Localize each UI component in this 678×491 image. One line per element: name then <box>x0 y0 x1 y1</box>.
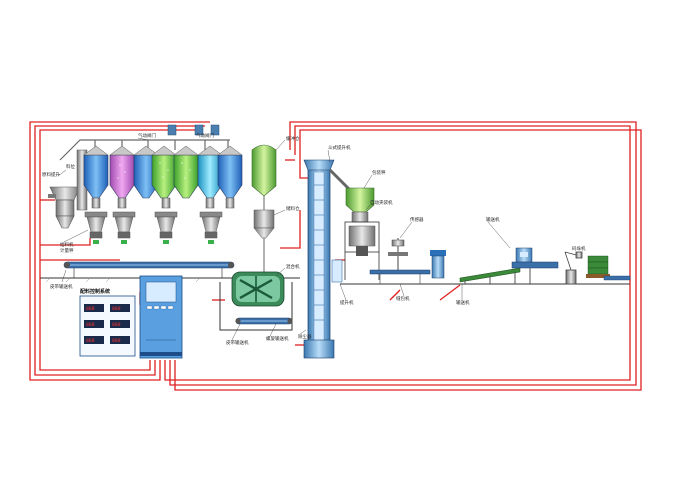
display-2: 888 <box>112 306 121 312</box>
label-vertical-tank: 缓冲仓 <box>286 135 300 142</box>
palletizer-robot <box>564 251 583 285</box>
label-sensor: 传感器 <box>410 216 424 223</box>
label-packer: 包装秤 <box>372 169 386 176</box>
weight-check <box>511 247 559 284</box>
pallet-stack <box>586 255 631 281</box>
label-elevator-top: 斗式提升机 <box>328 144 351 151</box>
sewing-machine <box>388 238 408 270</box>
display-5: 888 <box>86 338 95 344</box>
buffer-tank <box>251 144 277 272</box>
label-feed-top: 料位 <box>66 163 75 170</box>
weigh-hoppers <box>84 211 223 239</box>
feeders <box>91 197 235 209</box>
display-3: 888 <box>86 322 95 328</box>
silo-5 <box>173 154 199 199</box>
silo-row <box>83 154 243 199</box>
incline-conveyor <box>459 267 521 284</box>
label-raw-hopper: 原料提升 <box>42 171 60 178</box>
label-silo-group: 气动阀门 <box>196 132 214 139</box>
display-4: 888 <box>112 322 121 328</box>
silo-2 <box>109 154 135 199</box>
elevator-buckets <box>314 184 324 321</box>
mixer-pit <box>219 282 293 331</box>
label-left-hopper: 计量秤 <box>60 247 74 254</box>
label-belt-low: 皮带输送机 <box>226 339 249 346</box>
leader-lines <box>57 137 511 341</box>
silo-1 <box>83 154 109 199</box>
silo-7 <box>217 154 243 199</box>
control-panel <box>79 295 136 357</box>
silo-speckles <box>117 162 191 179</box>
feed-markers <box>93 240 214 244</box>
bag-belt <box>369 269 431 284</box>
bucket-elevator <box>303 159 335 359</box>
label-conveyor-left: 皮带输送机 <box>50 283 73 290</box>
packing-station <box>344 187 380 280</box>
label-mixer: 混合机 <box>286 263 300 270</box>
display-1: 888 <box>86 306 95 312</box>
elevator-cabinet <box>331 259 343 283</box>
label-end-conveyor: 输送机 <box>486 216 500 223</box>
label-conveyor-right: 输送机 <box>456 299 470 306</box>
control-cabinet <box>139 275 183 359</box>
main-belt-conveyor <box>63 261 235 278</box>
mixer <box>231 271 285 307</box>
display-6: 888 <box>112 338 121 344</box>
fan-icons <box>167 124 220 136</box>
label-robot: 码垛机 <box>572 245 586 252</box>
silo-4 <box>151 154 177 199</box>
label-small-tank: 储料仓 <box>286 205 300 212</box>
label-bag-clamp: 自动夹袋机 <box>370 199 393 206</box>
screw-conveyor <box>235 317 293 325</box>
label-sewing: 缝包机 <box>396 295 410 302</box>
label-dust: 除尘器 <box>298 333 312 340</box>
intake-hopper <box>48 186 81 229</box>
label-pipe-top: 气动阀门 <box>138 132 156 139</box>
inspection-machine <box>430 250 446 279</box>
label-screw: 螺旋输送机 <box>266 335 289 342</box>
silo-roofs <box>83 145 243 156</box>
control-panel-title: 配料控制系统 <box>80 288 110 295</box>
label-elevator-low: 提升机 <box>340 299 354 306</box>
label-weigh-left: 给料机 <box>60 241 74 248</box>
